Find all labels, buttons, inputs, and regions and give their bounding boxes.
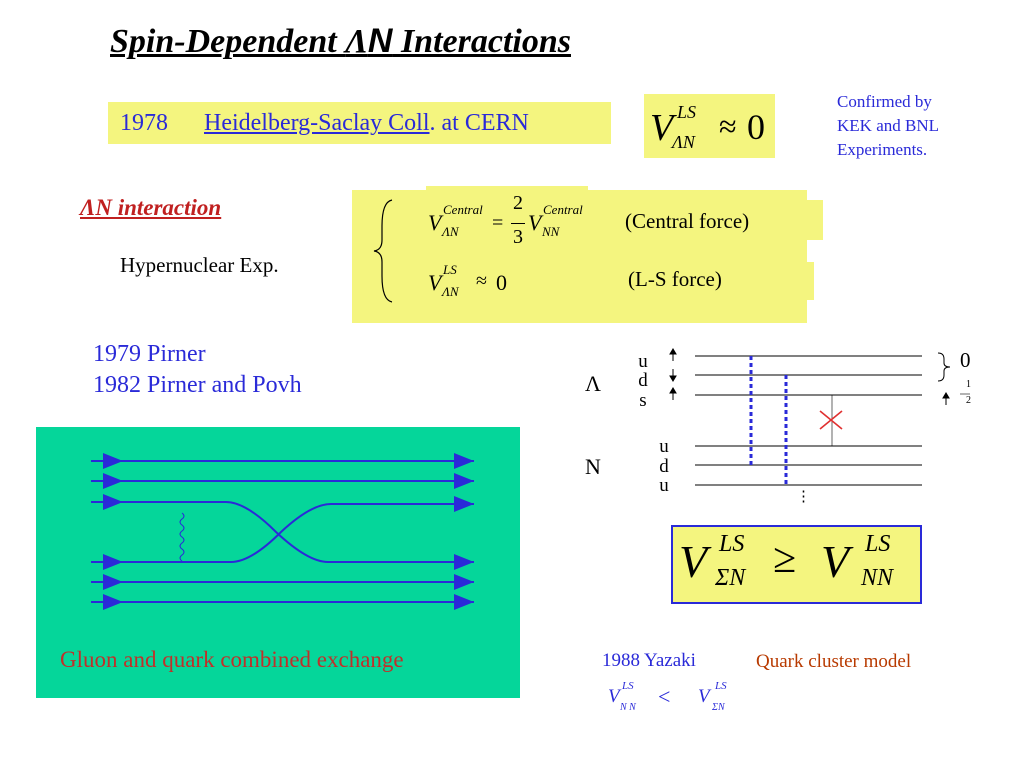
yazaki-reference: 1988 Yazaki [602,650,696,671]
fraction-numerator: 2 [513,192,523,214]
v-symbol: V [698,686,710,707]
nn-subscript: NN [861,565,894,591]
quark-label: d [638,370,648,391]
experiment-year: 1978 [120,110,168,136]
quark-line [91,503,474,563]
lambda-n-interaction-heading: ΛN interaction [80,195,222,220]
v-symbol: V [428,210,442,235]
hypernuclear-label: Hypernuclear Exp. [120,253,279,277]
v-symbol: V [528,210,542,235]
reference-line: 1982 Pirner and Povh [93,372,302,398]
ls-force-label: (L-S force) [628,267,722,291]
fraction-denominator: 3 [513,226,523,248]
reference-line: 1979 Pirner [93,341,206,367]
yazaki-inequality: V LS N N < V LS ΣN [608,680,748,720]
equation-box-tab [800,262,814,300]
sigma-n-subscript: ΣN [715,565,746,591]
confirmed-line: Confirmed by [837,92,932,111]
gluon-caption: Gluon and quark combined exchange [60,647,404,672]
v-symbol: V [821,536,850,587]
confirmed-note: Confirmed by KEK and BNL Experiments. [837,90,939,162]
quark-level-diagram [669,348,970,486]
confirmed-line: Experiments. [837,140,928,159]
half-denominator: 2 [966,395,971,406]
ls-superscript: LS [865,531,891,557]
quark-label: u [638,351,648,372]
central-force-label: (Central force) [625,209,750,233]
zero-value: 0 [747,107,765,147]
right-brace [937,352,951,382]
gluon-line [179,512,185,562]
approx-symbol: ≈ [719,108,737,144]
ls-superscript: LS [719,531,745,557]
central-superscript: Central [543,202,583,217]
half-numerator: 1 [966,379,971,390]
zero-level-label: 0 [960,348,971,372]
left-brace [373,199,393,303]
pirner-references: 1979 Pirner 1982 Pirner and Povh [93,339,302,401]
quark-line [91,501,474,563]
nn-subscript: N N [620,702,636,713]
n-label: N [585,454,601,479]
ls-superscript: LS [622,680,634,692]
collaboration-link[interactable]: Heidelberg-Saclay Coll [204,110,430,136]
cross-mark [819,410,843,430]
quark-label: d [659,456,669,477]
geq-symbol: ≥ [773,536,797,582]
v-symbol: V [679,536,708,587]
nn-subscript: NN [542,224,560,239]
quark-label: s [639,390,647,411]
lambda-n-subscript: ΛN [442,224,459,239]
lambda-label: Λ [585,371,601,396]
experiment-location: . at CERN [429,110,529,136]
lambda-n-subscript: ΛN [672,132,695,152]
sigma-n-inequality-box: V LS ΣN ≥ V LS NN [671,525,922,604]
quark-cluster-label: Quark cluster model [756,651,912,672]
experiment-box: 1978 Heidelberg-Saclay Coll. at CERN [108,102,611,144]
zero-value: 0 [496,270,507,295]
vls-lambda-n-box: V LS ΛN ≈ 0 [644,94,775,158]
ls-superscript: LS [677,102,697,122]
v-symbol: V [650,107,674,149]
page-title: Spin-Dependent ΛN Interactions [110,22,571,60]
equation-box-tab [800,200,823,240]
fraction-bar [511,223,525,224]
continuation-dots: ⋮ [796,489,811,505]
less-than-symbol: < [658,684,671,709]
equation-box [352,190,807,323]
lambda-n-subscript: ΛN [442,284,459,299]
quark-exchange-diagram [91,453,474,610]
equals-symbol: = [492,212,504,234]
approx-symbol: ≈ [476,270,487,292]
confirmed-line: KEK and BNL [837,116,939,135]
v-symbol: V [428,270,442,295]
ls-superscript: LS [715,680,727,692]
ls-superscript: LS [443,262,457,277]
sigma-n-subscript: ΣN [712,702,725,713]
v-symbol: V [608,686,620,707]
central-superscript: Central [443,202,483,217]
quark-label: u [659,436,669,457]
quark-label: u [659,475,669,496]
